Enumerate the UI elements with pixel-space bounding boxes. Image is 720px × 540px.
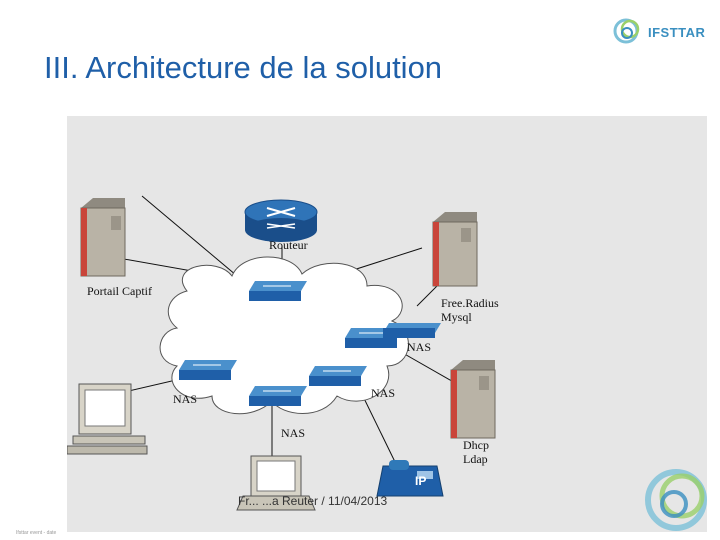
switch-mid-icon — [309, 366, 367, 386]
link-portail-router — [141, 195, 250, 287]
label-nas-right: NAS — [407, 340, 432, 354]
switch-radius-icon — [383, 323, 441, 338]
label-routeur: Routeur — [269, 238, 308, 252]
label-portail-captif: Portail Captif — [87, 284, 152, 298]
label-nas-mid: NAS — [371, 386, 396, 400]
laptop-icon — [236, 455, 316, 511]
label-mysql: Mysql — [441, 310, 472, 324]
slide-small-text: Ifsttar event - date — [16, 530, 57, 536]
switch-top-icon — [249, 281, 307, 301]
label-dhcp: Dhcp — [463, 438, 489, 452]
slide-footer: Fr... ...a Reuter / 11/04/2013 — [238, 494, 388, 508]
portail-server-icon — [80, 198, 126, 277]
ip-phone-icon — [376, 460, 444, 497]
label-nas-bottom: NAS — [281, 426, 306, 440]
radius-server-icon — [432, 212, 478, 287]
ifsttar-logo: IFSTTAR — [612, 16, 712, 46]
label-ldap: Ldap — [463, 452, 488, 466]
ifsttar-decorative-mark-icon — [645, 469, 707, 531]
label-nas-left: NAS — [173, 392, 198, 406]
desktop-pc-icon — [66, 383, 148, 455]
logo-mark-icon — [613, 18, 640, 44]
switch-left-icon — [179, 360, 237, 380]
slide-title: III. Architecture de la solution — [44, 50, 443, 85]
link-nas-radius — [416, 285, 438, 307]
switch-bottom-icon — [249, 386, 307, 406]
logo-text: IFSTTAR — [648, 25, 706, 40]
label-ip: IP — [415, 474, 427, 488]
dhcp-server-icon — [450, 360, 496, 439]
router-icon — [244, 199, 318, 242]
network-diagram: Routeur Portail Captif Free.Radius Mysql… — [66, 116, 707, 532]
label-freeradius: Free.Radius — [441, 296, 499, 310]
